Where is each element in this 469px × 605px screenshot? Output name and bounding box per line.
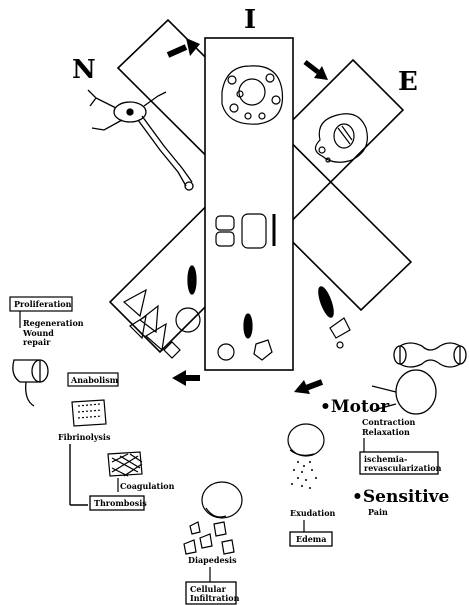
label-diapedesis: Diapedesis [188,555,237,565]
smooth-muscle-cells-icon [318,286,351,349]
fibrin-tube-icon [71,399,107,427]
label-cellular: Cellular [190,584,227,594]
label-relaxation: Relaxation [362,427,410,437]
arrow-to-anabolism [172,370,200,386]
vessel-exudation-icon [287,423,325,489]
vessel-diapedesis-icon [183,481,243,555]
label-ischemia: ischemia- [364,454,407,464]
cellular-infiltration-box [185,581,237,605]
label-contraction: Contraction [362,417,416,427]
endothelial-cell-icon [314,113,368,163]
label-coagulation: Coagulation [120,481,175,491]
label-proliferation: Proliferation [14,299,72,309]
constricted-vessel-icon [393,342,467,368]
vessel-contraction-icon [371,369,437,415]
label-exudation: Exudation [290,508,336,518]
letter-n: N [72,55,96,85]
label-sensitive: •Sensitive [352,487,450,507]
arrow-to-center-bottom [294,379,324,394]
center-cell-symbols [215,213,276,249]
vacuolated-cell-icon [221,65,284,125]
blood-cells-icon [217,313,273,361]
arrow-n-to-i [166,38,200,58]
label-edema: Edema [296,534,326,544]
letter-e: E [398,67,418,97]
label-thrombosis: Thrombosis [94,498,147,508]
anabolism-box [67,372,119,387]
thrombosis-box [89,495,145,511]
label-wound: Wound [22,328,54,338]
label-revascularization: revascularization [364,463,442,473]
ischemia-box [359,451,439,475]
label-repair: repair [23,337,51,347]
label-regeneration: Regeneration [23,318,84,328]
arrow-i-to-e [303,60,328,80]
label-fibrinolysis: Fibrinolysis [58,432,111,442]
edema-box [289,531,333,547]
tube-icon [12,359,49,407]
label-pain: Pain [368,507,388,517]
label-infiltration: Infiltration [190,593,240,603]
fibroblast-cells-icon [122,265,201,359]
proliferation-box [9,296,73,312]
letter-i: I [244,5,256,35]
label-anabolism: Anabolism [70,375,119,385]
clot-tube-icon [107,451,143,477]
band-e-diagonal [108,58,405,354]
label-motor: •Motor [320,397,390,417]
nerve-cell-icon [87,89,194,191]
